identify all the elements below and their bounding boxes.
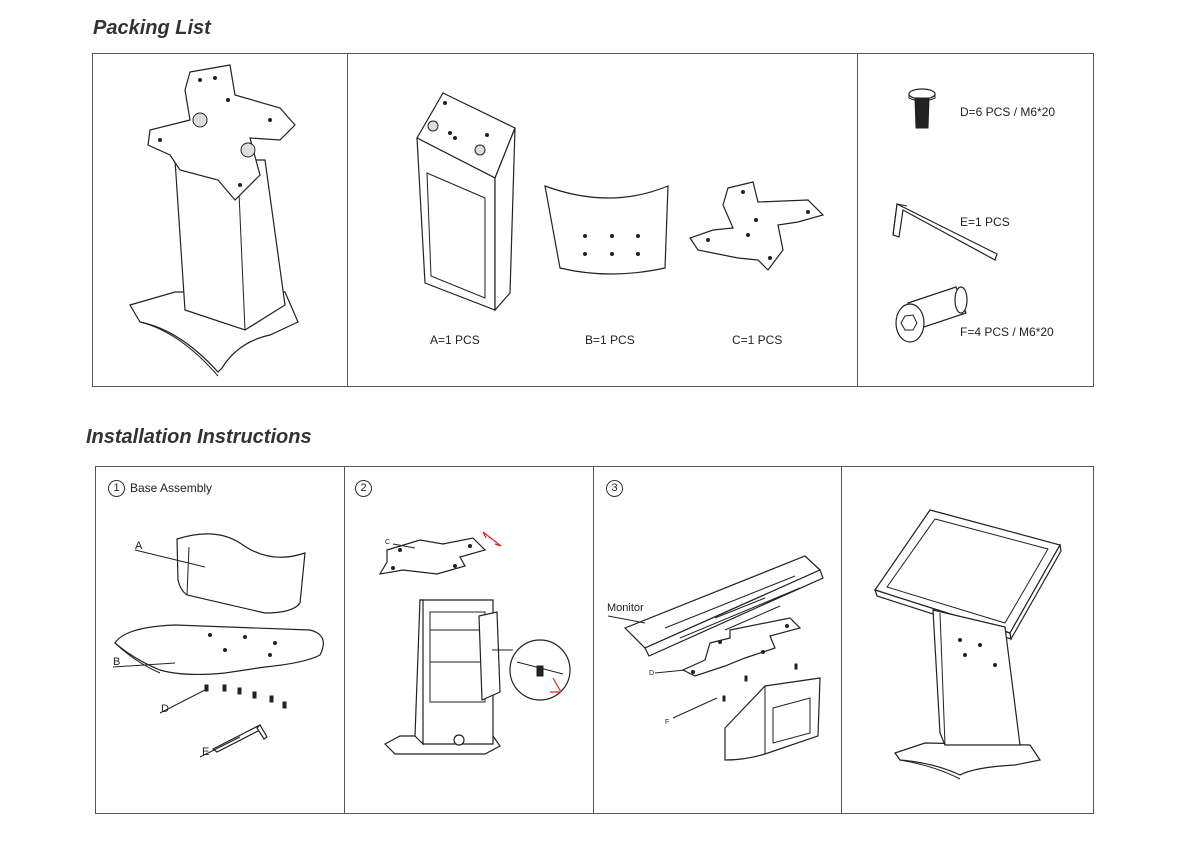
install-divider-3: [841, 466, 842, 814]
packing-divider-2: [857, 53, 858, 387]
step-1-title: Base Assembly: [130, 481, 213, 495]
step-1-tag-e: E: [202, 746, 209, 758]
packing-list-panel: [92, 53, 1094, 387]
packing-list-title: Packing List: [93, 17, 211, 39]
step-3-tag-f: F: [665, 719, 669, 726]
label-e: E=1 PCS: [960, 215, 1010, 229]
label-d: D=6 PCS / M6*20: [960, 105, 1056, 119]
step-3-monitor-mount-drawing: Monitor D F: [607, 548, 835, 768]
step-1-tag-a: A: [135, 540, 143, 552]
installation-title: Installation Instructions: [86, 426, 312, 448]
install-divider-1: [344, 466, 345, 814]
part-d-screw-icon: [905, 88, 941, 132]
step-1-base-assembly-drawing: A B D E: [105, 525, 335, 758]
step-1-number: 1: [108, 480, 125, 497]
assembled-stand-drawing: [120, 60, 320, 380]
step-3-tag-d: D: [649, 670, 654, 677]
label-f: F=4 PCS / M6*20: [960, 325, 1054, 339]
part-a-column-drawing: [395, 88, 530, 323]
label-c: C=1 PCS: [732, 333, 783, 347]
step-3-number: 3: [606, 480, 623, 497]
label-b: B=1 PCS: [585, 333, 635, 347]
part-e-hex-key-icon: [885, 200, 1000, 270]
part-f-bolt-icon: [888, 283, 973, 353]
step-2-column-bracket-drawing: C: [375, 522, 580, 772]
step-3-tag-monitor: Monitor: [607, 602, 644, 614]
step-2-tag-c: C: [385, 539, 390, 546]
packing-divider-1: [347, 53, 348, 387]
part-c-bracket-drawing: [688, 180, 828, 280]
label-a: A=1 PCS: [430, 333, 480, 347]
step-1-tag-d: D: [161, 703, 169, 715]
installation-panel: [95, 466, 1094, 814]
step-2-number: 2: [355, 480, 372, 497]
install-divider-2: [593, 466, 594, 814]
step-1-tag-b: B: [113, 656, 120, 668]
step-4-final-kiosk-drawing: [865, 505, 1075, 775]
part-b-base-plate-drawing: [540, 178, 675, 278]
